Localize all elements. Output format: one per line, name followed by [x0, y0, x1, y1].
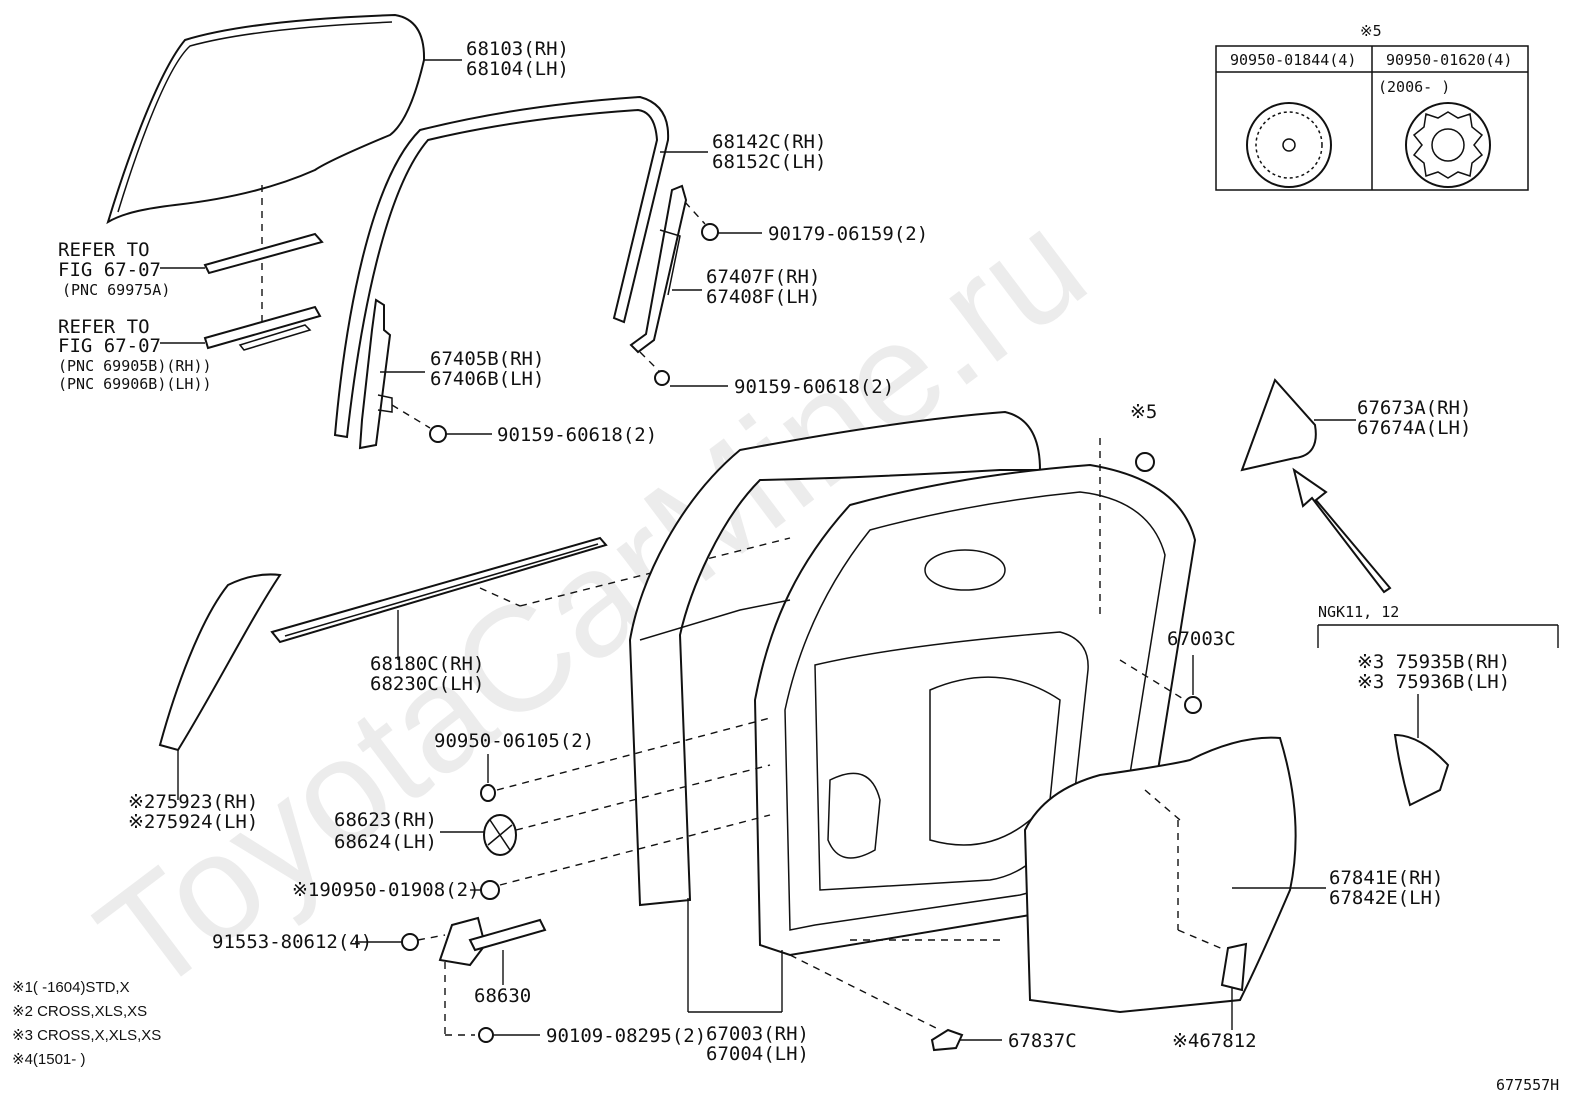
label-refer1-line3: (PNC 69975A) — [62, 281, 170, 299]
label-quarter-trim-rh: ※3 75935B(RH) — [1357, 651, 1510, 673]
inset-col2-note: (2006- ) — [1378, 78, 1450, 96]
quarter-trim[interactable] — [1393, 733, 1450, 807]
label-run-channel-lh: 68152C(LH) — [712, 151, 826, 173]
label-bolt-b: 90159-60618(2) — [734, 376, 894, 398]
label-hinge-cover-rh: 68623(RH) — [334, 809, 437, 831]
label-belt-lh: 68230C(LH) — [370, 673, 484, 695]
label-hinge-cover-lh: 68624(LH) — [334, 831, 437, 853]
label-service-hole-lh: 67842E(LH) — [1329, 887, 1443, 909]
figure-code: 677557H — [1496, 1076, 1559, 1094]
hinge-cover-dash — [515, 764, 771, 831]
note-3: ※3 CROSS,X,XLS,XS — [12, 1027, 161, 1044]
plug-a[interactable] — [480, 784, 496, 802]
inset-table — [1215, 45, 1529, 191]
note-2: ※2 CROSS,XLS,XS — [12, 1003, 147, 1020]
outer-weatherstrip-a[interactable] — [203, 232, 324, 275]
belt-moulding[interactable] — [270, 536, 608, 644]
label-glass-rh: 68103(RH) — [466, 38, 569, 60]
plug-b-dash — [499, 814, 771, 886]
label-front-channel-lh: 67408F(LH) — [706, 286, 820, 308]
label-bolt-d: 91553-80612(4) — [212, 931, 372, 953]
front-lower-channel[interactable] — [629, 184, 719, 386]
label-service-hole-rh: 67841E(RH) — [1329, 867, 1443, 889]
label-plug-b: ※190950-01908(2) — [292, 879, 480, 901]
inset-title: ※5 — [1360, 22, 1382, 40]
label-garnish-lh: ※275924(LH) — [128, 811, 258, 833]
inset-col2: 90950-01620(4) — [1386, 51, 1512, 69]
label-refer2-line4: (PNC 69906B)(LH)) — [58, 375, 212, 393]
label-glass-lh: 68104(LH) — [466, 58, 569, 80]
door-check[interactable] — [401, 916, 547, 967]
label-refer2-line1: REFER TO — [58, 316, 150, 338]
label-seal: 67003C — [1167, 628, 1236, 650]
label-door-lh: 67004(LH) — [706, 1043, 809, 1065]
label-bolt-a: 90179-06159(2) — [768, 223, 928, 245]
label-refer1-line2: FIG 67-07 — [58, 259, 161, 281]
label-rear-channel-rh: 67405B(RH) — [430, 348, 544, 370]
label-pad: ※467812 — [1172, 1030, 1257, 1052]
label-refer1-line1: REFER TO — [58, 239, 150, 261]
bolt-e[interactable] — [478, 1027, 494, 1043]
label-bolt-e: 90109-08295(2) — [546, 1025, 706, 1047]
label-corner-rh: 67673A(RH) — [1357, 397, 1471, 419]
corner-arrow — [1292, 467, 1392, 594]
label-rear-channel-lh: 67406B(LH) — [430, 368, 544, 390]
label-front-channel-rh: 67407F(RH) — [706, 266, 820, 288]
door-glass[interactable] — [106, 13, 426, 225]
outer-weatherstrip-b[interactable] — [203, 305, 322, 351]
label-run-channel-rh: 68142C(RH) — [712, 131, 826, 153]
note-4: ※4(1501- ) — [12, 1051, 85, 1068]
plug-a-dash — [496, 717, 771, 791]
service-hole-cover[interactable] — [1023, 736, 1297, 1014]
seal-plug[interactable] — [1184, 696, 1202, 714]
label-refer2-line3: (PNC 69905B)(RH)) — [58, 357, 212, 375]
label-check: 68630 — [474, 985, 531, 1007]
inset-col1: 90950-01844(4) — [1230, 51, 1356, 69]
label-garnish-rh: ※275923(RH) — [128, 791, 258, 813]
plug-b[interactable] — [480, 880, 500, 900]
label-door-rh: 67003(RH) — [706, 1023, 809, 1045]
label-star5: ※5 — [1130, 401, 1157, 423]
hinge-cover[interactable] — [483, 814, 517, 856]
label-quarter-trim-lh: ※3 75936B(LH) — [1357, 671, 1510, 693]
label-plug-a: 90950-06105(2) — [434, 730, 594, 752]
label-ngk: NGK11, 12 — [1318, 603, 1399, 621]
door-garnish[interactable] — [158, 573, 282, 752]
pad[interactable] — [1220, 942, 1248, 992]
label-clip: 67837C — [1008, 1030, 1077, 1052]
label-belt-rh: 68180C(RH) — [370, 653, 484, 675]
star5-plug[interactable] — [1135, 452, 1155, 472]
label-refer2-line2: FIG 67-07 — [58, 335, 161, 357]
note-1: ※1( -1604)STD,X — [12, 979, 130, 996]
lower-clip[interactable] — [930, 1028, 964, 1052]
label-bolt-c: 90159-60618(2) — [497, 424, 657, 446]
glass-run-channel[interactable] — [333, 95, 670, 439]
label-corner-lh: 67674A(LH) — [1357, 417, 1471, 439]
corner-piece[interactable] — [1240, 378, 1317, 472]
